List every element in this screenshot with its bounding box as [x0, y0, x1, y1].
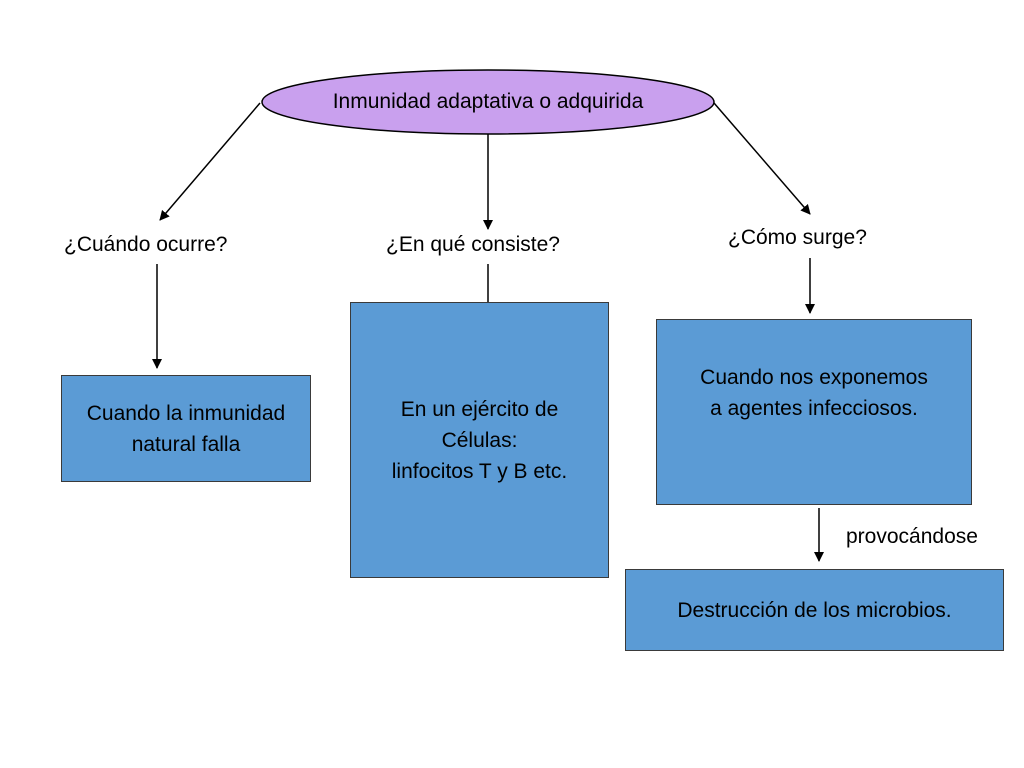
- arrow-root-to-when: [159, 102, 261, 221]
- box-result-text: Destrucción de los microbios.: [677, 598, 952, 622]
- question-what: ¿En qué consiste?: [386, 233, 560, 256]
- box-when-answer-text: Cuando la inmunidad natural falla: [86, 401, 286, 456]
- question-how: ¿Cómo surge?: [728, 226, 867, 249]
- box-how-answer-text: Cuando nos exponemos a agentes infeccios…: [700, 366, 928, 420]
- box-what-answer: En un ejército de Células: linfocitos T …: [350, 302, 609, 578]
- link-label: provocándose: [846, 525, 978, 548]
- box-how-answer: Cuando nos exponemos a agentes infeccios…: [656, 319, 972, 505]
- question-when: ¿Cuándo ocurre?: [64, 233, 228, 256]
- arrow-root-to-how: [713, 102, 811, 215]
- box-when-answer: Cuando la inmunidad natural falla: [61, 375, 311, 482]
- box-result: Destrucción de los microbios.: [625, 569, 1004, 651]
- root-label: Inmunidad adaptativa o adquirida: [332, 90, 644, 113]
- box-what-answer-text: En un ejército de Células: linfocitos T …: [391, 397, 568, 483]
